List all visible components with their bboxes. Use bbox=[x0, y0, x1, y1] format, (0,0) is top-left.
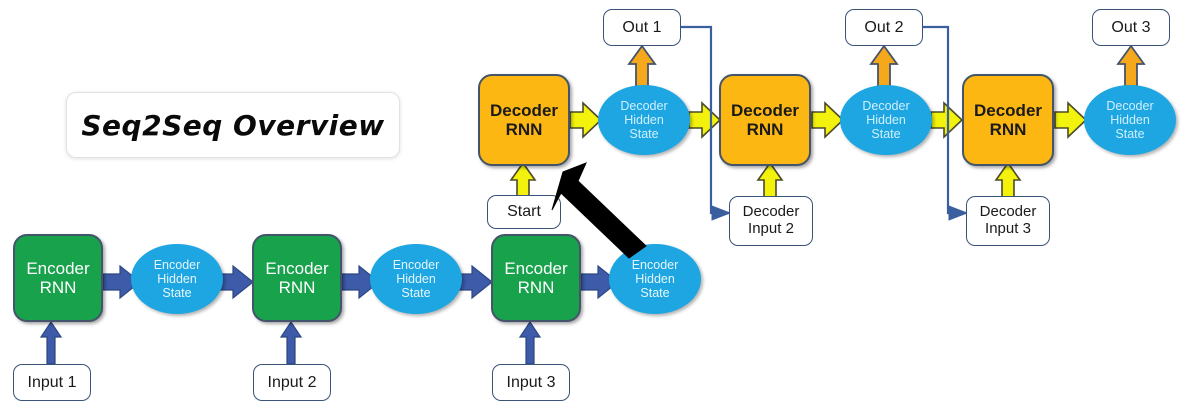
decoder-rnn-2-label: Decoder RNN bbox=[731, 101, 799, 139]
diagram-title: Seq2Seq Overview bbox=[66, 92, 400, 158]
encoder-rnn-1-line1: Encoder bbox=[26, 258, 90, 278]
encoder-hidden-state-2-line1: Encoder bbox=[392, 258, 440, 272]
encoder-rnn-1-label: Encoder RNN bbox=[26, 259, 89, 297]
decoder-rnn-3-line1: Decoder bbox=[973, 100, 1043, 120]
encoder-rnn-2-label: Encoder RNN bbox=[265, 259, 328, 297]
encoder-flow-arrow-5 bbox=[580, 264, 619, 300]
output-box-1[interactable]: Out 1 bbox=[603, 9, 681, 46]
decoder-hidden-state-3-line2: Hidden bbox=[1110, 113, 1150, 127]
encoder-hidden-state-2[interactable]: Encoder Hidden State bbox=[370, 244, 462, 314]
encoder-hidden-state-3-line1: Encoder bbox=[631, 258, 679, 272]
input-box-2[interactable]: Input 2 bbox=[253, 364, 331, 401]
encoder-flow-arrow-1 bbox=[102, 264, 141, 300]
input-box-1-label: Input 1 bbox=[27, 373, 77, 391]
encoder-rnn-2-line1: Encoder bbox=[265, 258, 329, 278]
decoder-input-box-2[interactable]: Decoder Input 2 bbox=[729, 196, 813, 246]
decoder-rnn-3-line2: RNN bbox=[989, 120, 1027, 139]
decoder-input-box-2-line2: Input 2 bbox=[748, 220, 794, 237]
decoder-rnn-1-label: Decoder RNN bbox=[490, 101, 558, 139]
decoder-flow-arrow-4 bbox=[930, 101, 964, 139]
decoder-hidden-state-3-line3: State bbox=[1115, 127, 1145, 141]
decoder-input-box-2-line1: Decoder bbox=[742, 203, 800, 221]
decoder-hidden-state-2[interactable]: Decoder Hidden State bbox=[840, 85, 932, 155]
decoder-hidden-state-2-label: Decoder Hidden State bbox=[862, 99, 909, 141]
decoder-hidden-state-1-line1: Decoder bbox=[620, 99, 668, 113]
start-token-label: Start bbox=[507, 203, 541, 221]
encoder-flow-arrow-3 bbox=[341, 264, 380, 300]
encoder-hidden-state-2-label: Encoder Hidden State bbox=[393, 258, 440, 300]
decoder-rnn-3-label: Decoder RNN bbox=[974, 101, 1042, 139]
encoder-rnn-3-label: Encoder RNN bbox=[504, 259, 567, 297]
output-box-3-label: Out 3 bbox=[1111, 18, 1151, 36]
encoder-rnn-1[interactable]: Encoder RNN bbox=[13, 234, 103, 322]
encoder-hidden-state-3-line3: State bbox=[640, 286, 670, 300]
decoder-hidden-state-3-label: Decoder Hidden State bbox=[1106, 99, 1153, 141]
decoder-input-box-3-line1: Decoder bbox=[979, 203, 1037, 221]
decoder-input-box-3-line2: Input 3 bbox=[985, 220, 1031, 237]
decoder-hidden-state-3-line1: Decoder bbox=[1106, 99, 1154, 113]
decoder-hidden-state-2-line1: Decoder bbox=[862, 99, 910, 113]
decoder-hidden-state-1-line2: Hidden bbox=[624, 113, 664, 127]
decoder-hidden-state-2-line3: State bbox=[871, 127, 901, 141]
feedback-connector-2 bbox=[923, 25, 969, 221]
encoder-rnn-2-line2: RNN bbox=[278, 278, 316, 297]
output-box-2[interactable]: Out 2 bbox=[845, 9, 923, 46]
decoder-rnn-2[interactable]: Decoder RNN bbox=[719, 74, 811, 166]
encoder-hidden-state-1-line1: Encoder bbox=[153, 258, 201, 272]
encoder-rnn-2[interactable]: Encoder RNN bbox=[252, 234, 342, 322]
encoder-hidden-state-3-line2: Hidden bbox=[635, 272, 675, 286]
decoder-flow-arrow-5 bbox=[1054, 101, 1088, 139]
output-box-2-label: Out 2 bbox=[864, 18, 904, 36]
decoder-input-box-2-label: Decoder Input 2 bbox=[742, 203, 800, 238]
decoder-hidden-state-3[interactable]: Decoder Hidden State bbox=[1084, 85, 1176, 155]
encoder-rnn-1-line2: RNN bbox=[39, 278, 77, 297]
feedback-connector-1 bbox=[681, 25, 732, 221]
encoder-hidden-state-1[interactable]: Encoder Hidden State bbox=[131, 244, 223, 314]
encoder-hidden-state-3[interactable]: Encoder Hidden State bbox=[609, 244, 701, 314]
input-box-2-label: Input 2 bbox=[267, 373, 317, 391]
decoder-flow-arrow-1 bbox=[569, 101, 603, 139]
decoder-hidden-state-1-line3: State bbox=[629, 127, 659, 141]
decoder-rnn-1-line2: RNN bbox=[505, 120, 543, 139]
decoder-flow-arrow-3 bbox=[811, 101, 845, 139]
decoder-rnn-3[interactable]: Decoder RNN bbox=[962, 74, 1054, 166]
decoder-input-box-3-label: Decoder Input 3 bbox=[979, 203, 1037, 238]
input-box-3[interactable]: Input 3 bbox=[492, 364, 570, 401]
decoder-hidden-state-2-line2: Hidden bbox=[866, 113, 906, 127]
encoder-rnn-3-line2: RNN bbox=[517, 278, 555, 297]
encoder-hidden-state-2-line2: Hidden bbox=[396, 272, 436, 286]
encoder-rnn-3[interactable]: Encoder RNN bbox=[491, 234, 581, 322]
decoder-rnn-1-line1: Decoder bbox=[489, 100, 559, 120]
decoder-hidden-state-1-label: Decoder Hidden State bbox=[620, 99, 667, 141]
output-box-3[interactable]: Out 3 bbox=[1092, 9, 1170, 46]
encoder-hidden-state-3-label: Encoder Hidden State bbox=[632, 258, 679, 300]
decoder-rnn-2-line2: RNN bbox=[746, 120, 784, 139]
encoder-hidden-state-1-line3: State bbox=[162, 286, 192, 300]
encoder-hidden-state-2-line3: State bbox=[401, 286, 431, 300]
decoder-rnn-1[interactable]: Decoder RNN bbox=[478, 74, 570, 166]
encoder-rnn-3-line1: Encoder bbox=[504, 258, 568, 278]
decoder-hidden-state-1[interactable]: Decoder Hidden State bbox=[598, 85, 690, 155]
input-box-1[interactable]: Input 1 bbox=[13, 364, 91, 401]
decoder-input-box-3[interactable]: Decoder Input 3 bbox=[966, 196, 1050, 246]
diagram-title-text: Seq2Seq Overview bbox=[81, 108, 385, 142]
encoder-hidden-state-1-line2: Hidden bbox=[157, 272, 197, 286]
context-vector-arrow bbox=[551, 162, 647, 259]
encoder-hidden-state-1-label: Encoder Hidden State bbox=[154, 258, 201, 300]
input-box-3-label: Input 3 bbox=[506, 373, 556, 391]
decoder-rnn-2-line1: Decoder bbox=[730, 100, 800, 120]
start-token-box[interactable]: Start bbox=[487, 195, 561, 229]
output-box-1-label: Out 1 bbox=[622, 18, 662, 36]
